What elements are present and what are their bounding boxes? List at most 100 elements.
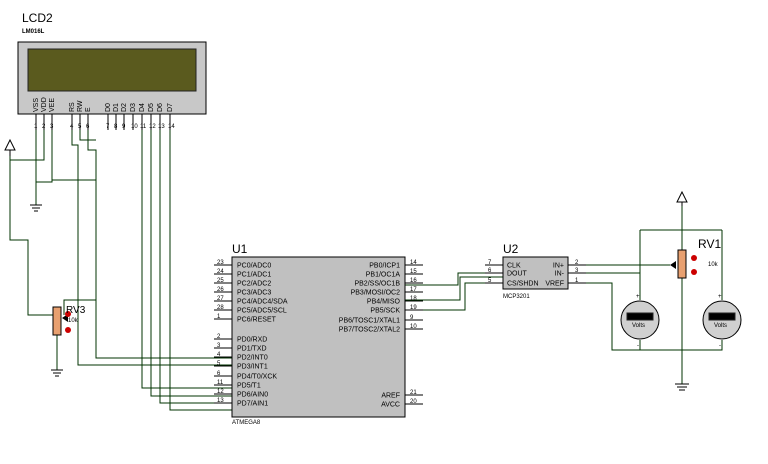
u2-pin-number: 2 bbox=[575, 260, 579, 266]
u1-pin-name: PC1/ADC1 bbox=[237, 272, 271, 279]
u1-part: ATMEGA8 bbox=[232, 420, 261, 426]
u1-pin-number: 26 bbox=[217, 287, 224, 293]
rv1-value: 10k bbox=[708, 262, 719, 268]
ground-lcd bbox=[30, 204, 42, 212]
microcontroller-u1[interactable]: U1 ATMEGA8 bbox=[231, 242, 406, 426]
u2-pin-number: 5 bbox=[488, 278, 492, 284]
u1-ref: U1 bbox=[232, 242, 248, 256]
u1-pin-name: PC4/ADC4/SDA bbox=[237, 299, 288, 306]
u1-pin-number: 24 bbox=[217, 269, 224, 275]
u2-pin-number: 3 bbox=[575, 268, 579, 274]
u1-pin-name: PD2/INT0 bbox=[237, 355, 268, 362]
u1-pin-name: PD5/T1 bbox=[237, 383, 261, 390]
u1-pin-name: PB2/SS/OC1B bbox=[354, 281, 400, 288]
u1-pin-number: 6 bbox=[217, 371, 221, 377]
u1-pin-number: 10 bbox=[410, 324, 417, 330]
u2-pin-number: 1 bbox=[575, 278, 579, 284]
lcd-pin-name: D0 bbox=[105, 103, 112, 112]
u1-pin-number: 28 bbox=[217, 305, 224, 311]
lcd-ref: LCD2 bbox=[22, 11, 53, 25]
potentiometer-rv1[interactable]: RV1 10k bbox=[670, 237, 721, 279]
lcd-pin-number: 3 bbox=[50, 124, 54, 130]
u1-pin-name: PB6/TOSC1/XTAL1 bbox=[339, 318, 400, 325]
u2-body bbox=[502, 256, 569, 290]
lcd-screen bbox=[27, 48, 197, 92]
lcd-pin-name: D2 bbox=[121, 103, 128, 112]
lcd-pin-name: E bbox=[85, 107, 92, 112]
wires bbox=[9, 130, 723, 411]
ground-rv3 bbox=[51, 369, 63, 377]
power-terminal-right bbox=[676, 190, 688, 206]
voltmeter-right-unit: Volts bbox=[714, 323, 727, 329]
lcd-module[interactable]: LCD2 LM016L bbox=[17, 11, 207, 115]
lcd-pin-number: 11 bbox=[140, 124, 147, 130]
u2-pin-number: 7 bbox=[488, 260, 492, 266]
ground-right bbox=[675, 383, 689, 391]
u2-pin-name: CLK bbox=[507, 263, 521, 270]
u2-pin-name: IN- bbox=[555, 271, 565, 278]
voltmeter-right-plus: + bbox=[718, 294, 722, 300]
lcd-part: LM016L bbox=[22, 29, 45, 35]
u1-pin-number: 19 bbox=[410, 305, 417, 311]
u1-pin-name: PD0/RXD bbox=[237, 337, 267, 344]
lcd-pin-number: 14 bbox=[168, 124, 175, 130]
u1-pin-number: 21 bbox=[410, 390, 417, 396]
u1-pin-name: PB3/MOSI/OC2 bbox=[351, 290, 401, 297]
voltmeter-left-minus: - bbox=[637, 343, 639, 349]
adc-u2[interactable]: U2 MCP3201 bbox=[502, 242, 569, 300]
u1-pin-number: 9 bbox=[410, 315, 414, 321]
power-terminal-left bbox=[4, 138, 16, 156]
lcd-pin-name: D5 bbox=[148, 103, 155, 112]
u1-pin-number: 3 bbox=[217, 343, 221, 349]
u1-pin-number: 4 bbox=[217, 352, 221, 358]
u1-pin-name: PC3/ADC3 bbox=[237, 290, 271, 297]
lcd-pin-name: VDD bbox=[41, 97, 48, 112]
u1-pin-number: 12 bbox=[217, 389, 224, 395]
voltmeter-left[interactable]: Volts + - bbox=[620, 294, 660, 349]
u1-pin-number: 11 bbox=[217, 380, 224, 386]
lcd-pin-name: D7 bbox=[167, 103, 174, 112]
lcd-pin-number: 5 bbox=[78, 124, 82, 130]
u1-pin-name: PC2/ADC2 bbox=[237, 281, 271, 288]
u1-pin-name: PD1/TXD bbox=[237, 346, 267, 353]
u2-pin-number: 6 bbox=[488, 268, 492, 274]
u1-pin-name: AVCC bbox=[381, 402, 400, 409]
lcd-pin-number: 12 bbox=[149, 124, 156, 130]
lcd-pin-name: D4 bbox=[139, 103, 146, 112]
u1-pin-name: PB1/OC1A bbox=[366, 272, 401, 279]
voltmeter-left-unit: Volts bbox=[632, 323, 645, 329]
u2-ref: U2 bbox=[503, 242, 519, 256]
u1-pin-name: PC5/ADC5/SCL bbox=[237, 308, 287, 315]
u1-pin-name: PD4/T0/XCK bbox=[237, 374, 277, 381]
u1-pin-number: 27 bbox=[217, 296, 224, 302]
u1-pin-number: 15 bbox=[410, 269, 417, 275]
lcd-pin-number: 1 bbox=[34, 124, 38, 130]
rv3-ref: RV3 bbox=[66, 305, 86, 316]
u1-pin-name: AREF bbox=[381, 393, 400, 400]
u1-pin-number: 14 bbox=[410, 260, 417, 266]
lcd-pin-name: VSS bbox=[33, 98, 40, 112]
u1-pin-name: PC0/ADC0 bbox=[237, 263, 271, 270]
u1-pin-number: 1 bbox=[217, 314, 221, 320]
lcd-pin-number: 8 bbox=[114, 124, 118, 130]
u1-pin-number: 2 bbox=[217, 334, 221, 340]
u2-pin-name: DOUT bbox=[507, 271, 528, 278]
u1-left-pins: PC0/ADC023PC1/ADC124PC2/ADC225PC3/ADC326… bbox=[214, 260, 288, 408]
lcd-pin-name: RW bbox=[77, 100, 84, 112]
potentiometer-rv3[interactable]: RV3 10k bbox=[52, 305, 86, 336]
u1-body bbox=[231, 256, 406, 418]
u1-pin-name: PB5/SCK bbox=[370, 308, 400, 315]
lcd-pin-number: 7 bbox=[106, 124, 110, 130]
u1-pin-name: PD6/AIN0 bbox=[237, 392, 268, 399]
voltmeter-right-minus: - bbox=[719, 343, 721, 349]
lcd-pin-number: 4 bbox=[70, 124, 74, 130]
u1-pin-name: PB7/TOSC2/XTAL2 bbox=[339, 327, 400, 334]
u1-pin-number: 5 bbox=[217, 361, 221, 367]
u1-pin-number: 25 bbox=[217, 278, 224, 284]
voltmeter-right[interactable]: Volts + - bbox=[702, 294, 742, 349]
u1-pin-number: 23 bbox=[217, 260, 224, 266]
u1-pin-number: 20 bbox=[410, 399, 417, 405]
lcd-pin-number: 2 bbox=[42, 124, 46, 130]
